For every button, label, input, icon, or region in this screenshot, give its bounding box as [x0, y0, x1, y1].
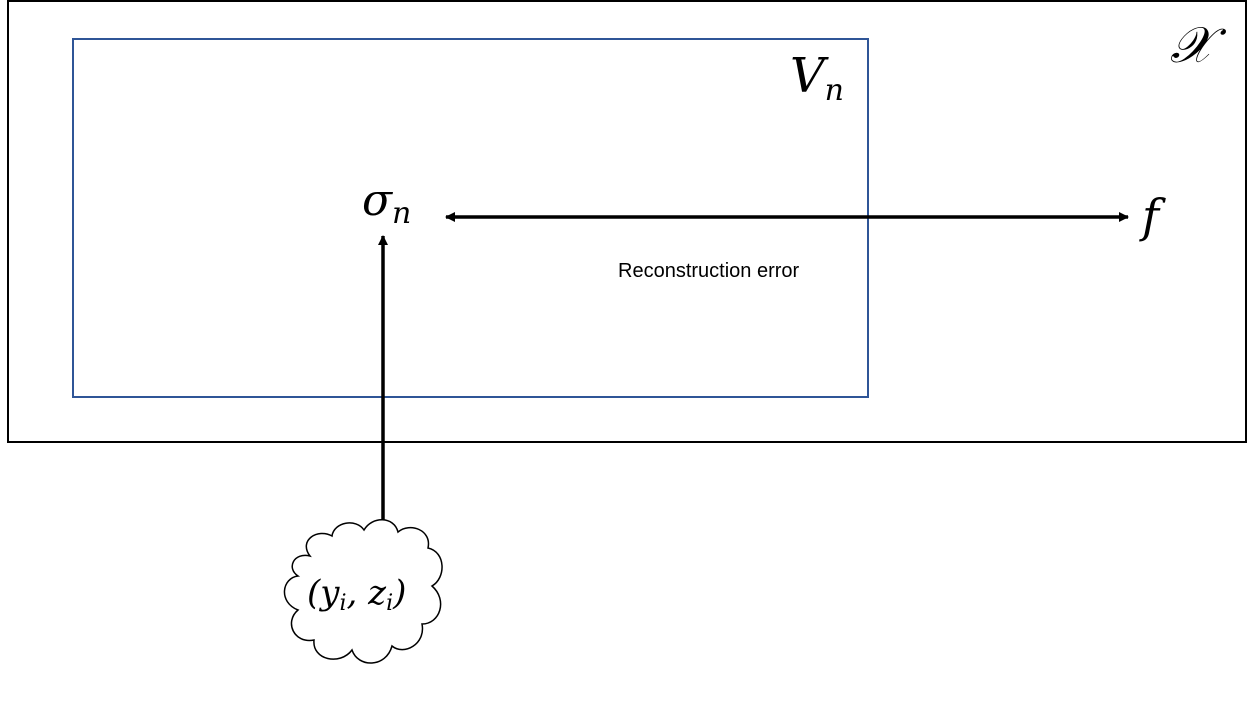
data-cloud-label: (yi, zi) — [307, 573, 406, 616]
outer-space-label: 𝒳 — [1170, 16, 1227, 74]
data-cloud-sub2: i — [386, 591, 393, 616]
approximation-label: σn — [362, 175, 411, 231]
approximation-subscript: n — [392, 196, 411, 231]
reconstruction-error-label: Reconstruction error — [618, 260, 800, 282]
data-cloud-sub1: i — [339, 591, 346, 616]
data-cloud-close: ) — [392, 573, 406, 613]
data-cloud-shape — [283, 519, 443, 664]
subspace-label: Vn — [790, 48, 844, 108]
data-cloud-mid: , z — [347, 573, 388, 613]
subspace-subscript: n — [825, 73, 844, 108]
outer-space-box — [7, 0, 1247, 443]
target-label: f — [1139, 189, 1166, 243]
approximation-letter: σ — [362, 175, 394, 226]
data-cloud-open: (y — [307, 573, 340, 613]
subspace-letter: V — [790, 48, 829, 104]
